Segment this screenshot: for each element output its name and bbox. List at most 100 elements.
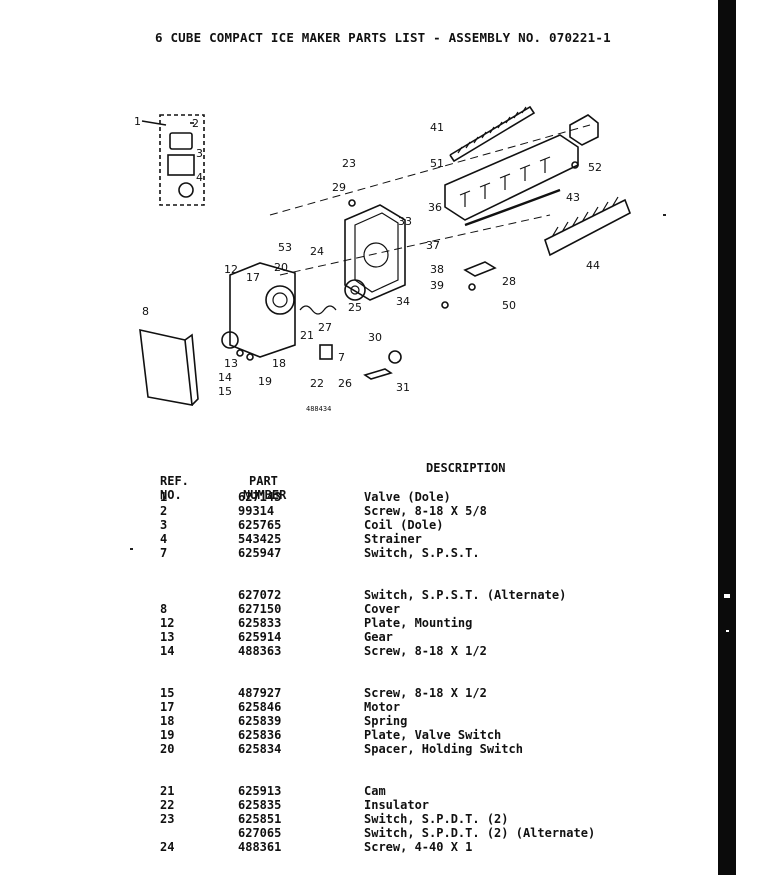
- part-number-cell: 625833: [238, 616, 282, 630]
- callout-label: 3: [196, 147, 203, 160]
- callout-label: 31: [396, 381, 410, 394]
- ref-number-cell: 15: [160, 686, 175, 700]
- callout-label: 28: [502, 275, 516, 288]
- cover-part: [139, 328, 199, 406]
- part-number-cell: 627065: [238, 826, 282, 840]
- ref-number-cell: 23: [160, 812, 175, 826]
- part-number-cell: 625846: [238, 700, 282, 714]
- diagram-code: 488434: [306, 405, 331, 413]
- callout-label: 34: [396, 295, 410, 308]
- heater-part: [464, 188, 561, 227]
- ref-number-cell: 24: [160, 840, 175, 854]
- callout-label: 50: [502, 299, 516, 312]
- callout-label: 8: [142, 305, 149, 318]
- description-cell: Cam: [364, 784, 386, 798]
- gear-part: [221, 331, 239, 349]
- strainer-part: [178, 182, 194, 198]
- part-number-cell: 488363: [238, 644, 282, 658]
- assembly-axis-lower: [279, 214, 551, 276]
- callout-label: 17: [246, 271, 260, 284]
- callout-label: 12: [224, 263, 238, 276]
- part-number-cell: 488361: [238, 840, 282, 854]
- description-cell: Insulator: [364, 798, 430, 812]
- ref-number-cell: 7: [160, 546, 168, 560]
- description-cell: Plate, Valve Switch: [364, 728, 502, 742]
- part-number-cell: 625835: [238, 798, 282, 812]
- part-number-cell: 627072: [238, 588, 282, 602]
- callout-label: 51: [430, 157, 444, 170]
- part-number-cell: 99314: [238, 504, 275, 518]
- mounting-plate-part: [229, 262, 296, 358]
- callout-label: 43: [566, 191, 580, 204]
- description-cell: Switch, S.P.S.T. (Alternate): [364, 588, 567, 602]
- ref-number-cell: 1: [160, 490, 168, 504]
- ref-number-cell: 3: [160, 518, 168, 532]
- bracket-part: [463, 261, 497, 277]
- callout-label: 22: [310, 377, 324, 390]
- part-number-cell: 627150: [238, 602, 282, 616]
- description-header: DESCRIPTION: [426, 461, 506, 475]
- description-cell: Cover: [364, 602, 401, 616]
- callout-label: 25: [348, 301, 362, 314]
- description-cell: Valve (Dole): [364, 490, 451, 504]
- callout-label: 33: [398, 215, 412, 228]
- valve-group-outline: [159, 114, 205, 206]
- callout-label: 26: [338, 377, 352, 390]
- ref-header: REF.NO.: [160, 474, 189, 502]
- callout-label: 38: [430, 263, 444, 276]
- description-cell: Switch, S.P.D.T. (2) (Alternate): [364, 826, 596, 840]
- ref-number-cell: 2: [160, 504, 168, 518]
- ejector-blade-part: [449, 105, 536, 163]
- part-number-cell: 487927: [238, 686, 282, 700]
- description-cell: Screw, 8-18 X 1/2: [364, 644, 487, 658]
- callout-label: 1: [134, 115, 141, 128]
- ref-number-cell: 12: [160, 616, 175, 630]
- fill-cup-part: [388, 350, 402, 364]
- callout-label: 4: [196, 171, 203, 184]
- callout-label: 24: [310, 245, 324, 258]
- part-number-cell: 627143: [238, 490, 282, 504]
- page-title: 6 CUBE COMPACT ICE MAKER PARTS LIST - AS…: [155, 30, 611, 45]
- scan-border: [718, 0, 736, 875]
- description-cell: Spring: [364, 714, 408, 728]
- switch-part: [319, 344, 333, 360]
- description-cell: Switch, S.P.S.T.: [364, 546, 480, 560]
- ref-number-cell: 21: [160, 784, 175, 798]
- description-cell: Strainer: [364, 532, 422, 546]
- callout-label: 7: [338, 351, 345, 364]
- description-cell: Switch, S.P.D.T. (2): [364, 812, 509, 826]
- part-number-cell: 625836: [238, 728, 282, 742]
- ref-number-cell: 8: [160, 602, 168, 616]
- part-number-cell: 625947: [238, 546, 282, 560]
- description-cell: Spacer, Holding Switch: [364, 742, 523, 756]
- callout-label: 29: [332, 181, 346, 194]
- stripper-part: [569, 114, 599, 146]
- part-number-cell: 625851: [238, 812, 282, 826]
- fill-tube-part: [363, 368, 393, 380]
- part-number-cell: 625839: [238, 714, 282, 728]
- scan-speck: [663, 214, 666, 216]
- part-number-cell: 543425: [238, 532, 282, 546]
- ref-number-cell: 17: [160, 700, 175, 714]
- description-cell: Screw, 8-18 X 1/2: [364, 686, 487, 700]
- description-cell: Screw, 8-18 X 5/8: [364, 504, 487, 518]
- ref-number-cell: 19: [160, 728, 175, 742]
- description-cell: Plate, Mounting: [364, 616, 473, 630]
- coil-part: [167, 154, 195, 176]
- callout-label: 30: [368, 331, 382, 344]
- cam-part: [344, 279, 366, 301]
- callout-label: 23: [342, 157, 356, 170]
- ref-number-cell: 20: [160, 742, 175, 756]
- callout-label: 2: [192, 117, 199, 130]
- scan-speck: [130, 548, 133, 550]
- part-number-cell: 625914: [238, 630, 282, 644]
- ref-number-cell: 13: [160, 630, 175, 644]
- callout-label: 20: [274, 261, 288, 274]
- callout-label: 18: [272, 357, 286, 370]
- description-cell: Motor: [364, 700, 401, 714]
- shield-part: [544, 196, 632, 257]
- ref-number-cell: 14: [160, 644, 175, 658]
